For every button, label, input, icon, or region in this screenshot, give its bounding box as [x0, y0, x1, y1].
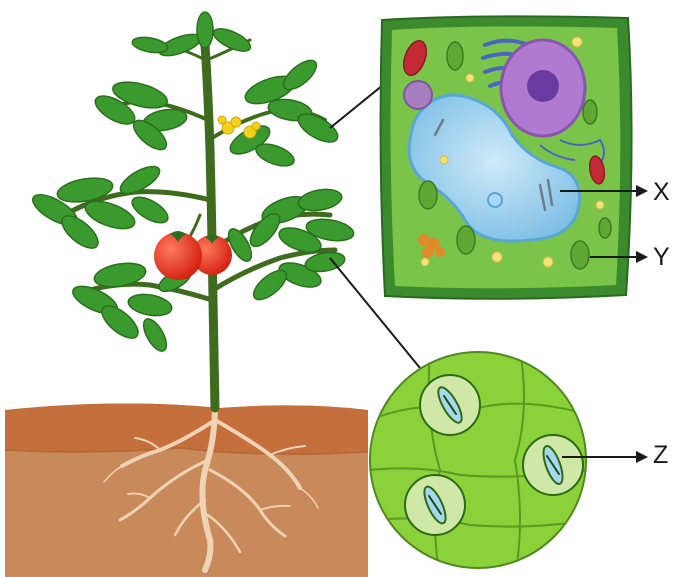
tomatoes [154, 231, 232, 280]
nucleolus [527, 70, 559, 102]
leaves [28, 12, 355, 355]
label-x: X [653, 180, 670, 205]
label-z: Z [653, 443, 668, 468]
label-y: Y [653, 245, 670, 270]
leaf-surface-closeup [370, 350, 590, 577]
soil [5, 403, 368, 577]
